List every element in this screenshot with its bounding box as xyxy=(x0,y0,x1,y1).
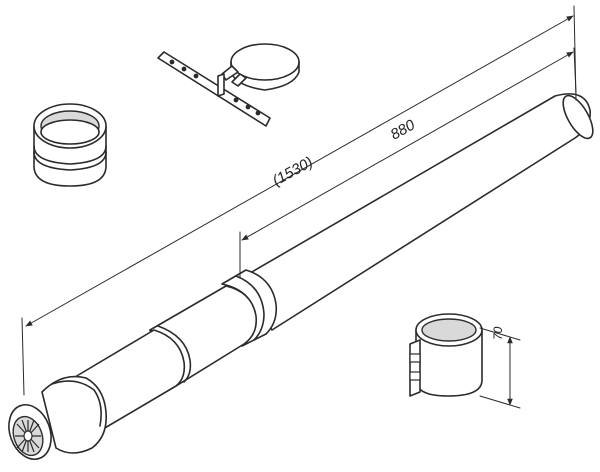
grille-hub xyxy=(23,430,33,442)
total-length-label: (1530) xyxy=(270,154,316,190)
coupling-ring xyxy=(33,103,107,187)
middle-joint-ring-2 xyxy=(157,325,192,383)
wall-bracket xyxy=(157,43,300,127)
clamp-inner xyxy=(421,318,477,342)
bracket-bar xyxy=(157,51,271,127)
pipe-length-label: 880 xyxy=(388,116,419,143)
clamp-height-label: 70 xyxy=(491,326,505,340)
terminal-collar xyxy=(41,375,108,454)
pipe-clamp: 70 xyxy=(409,313,521,409)
terminal-ridge xyxy=(51,380,102,427)
